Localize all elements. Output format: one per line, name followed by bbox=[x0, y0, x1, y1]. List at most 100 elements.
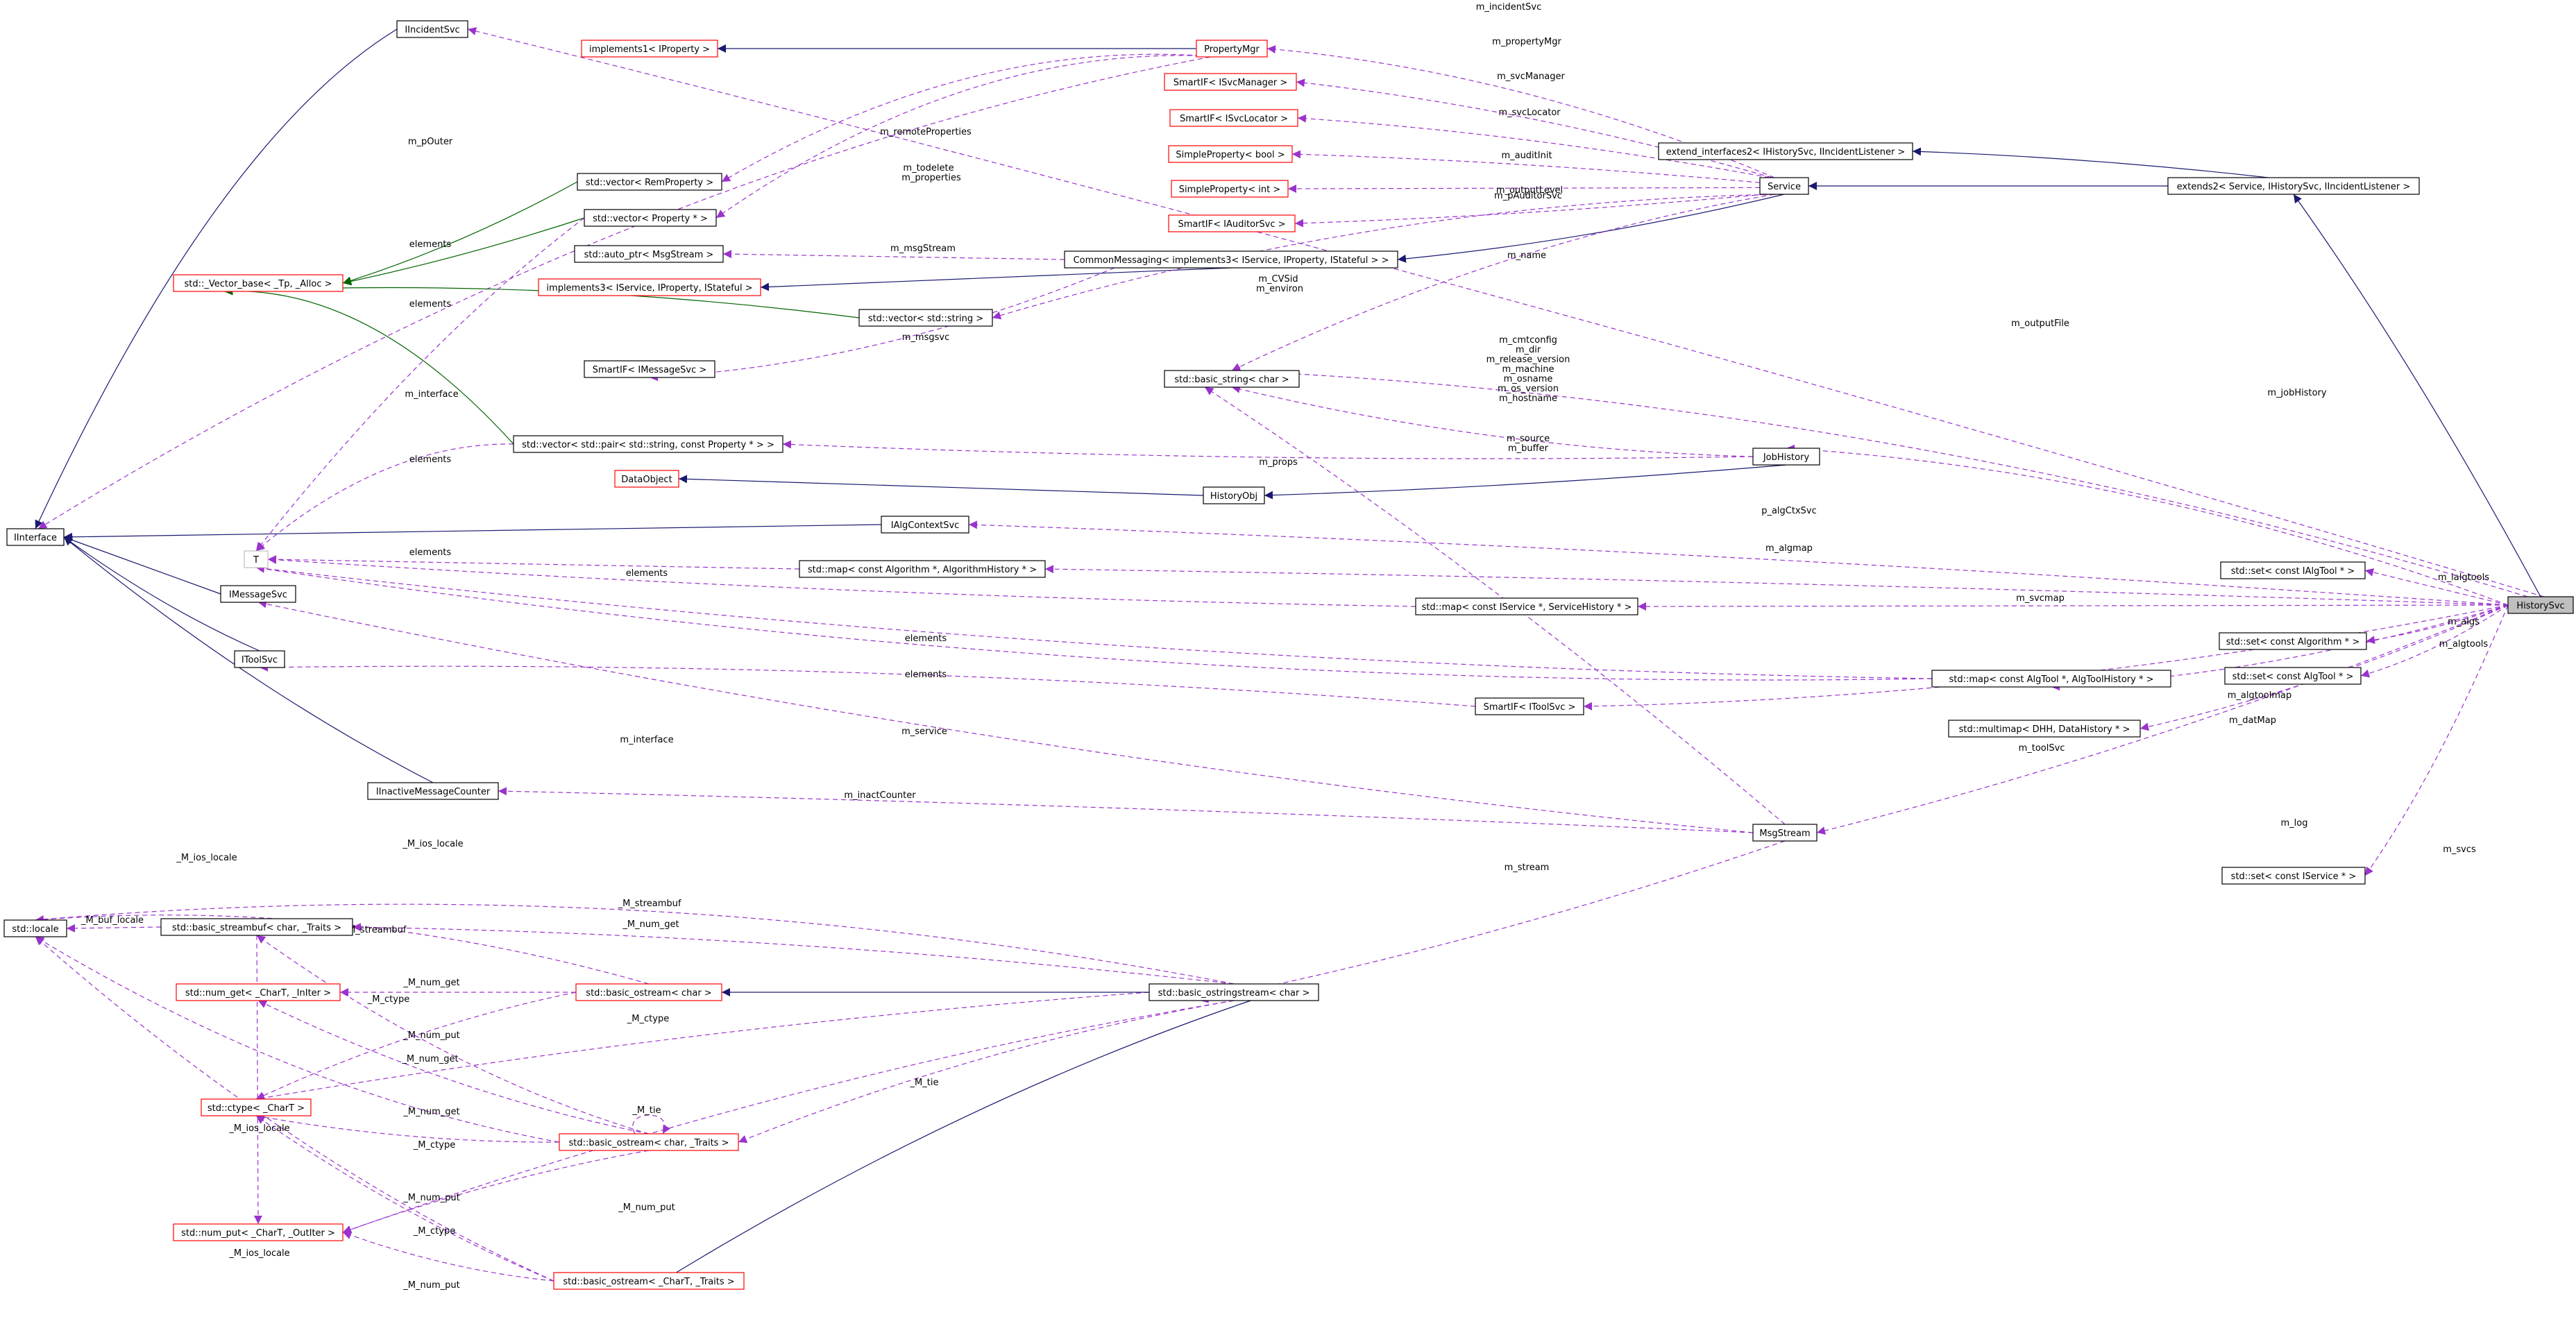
node-msgstream[interactable]: MsgStream bbox=[1752, 824, 1817, 842]
node-box bbox=[2507, 596, 2574, 614]
node-label: PropertyMgr bbox=[1204, 44, 1260, 55]
edge-label-m-num-get4: _M_num_get bbox=[402, 1107, 459, 1117]
node-set-ialgtool[interactable]: std::set< const IAlgTool * > bbox=[2220, 561, 2366, 579]
edge-use-t-to-vector_property bbox=[255, 217, 585, 552]
edge-label-datmap: m_datMap bbox=[2229, 715, 2276, 726]
node-dataobject[interactable]: DataObject bbox=[614, 470, 679, 488]
node-vector-property[interactable]: std::vector< Property * > bbox=[584, 209, 717, 227]
edge-label-algtoolmap: m_algtoolmap bbox=[2228, 690, 2292, 701]
node-smartif-iauditorsvc[interactable]: SmartIF< IAuditorSvc > bbox=[1168, 214, 1296, 232]
node-box bbox=[1164, 370, 1300, 388]
node-vector-pair[interactable]: std::vector< std::pair< std::string, con… bbox=[513, 435, 783, 453]
node-num-get[interactable]: std::num_get< _CharT, _InIter > bbox=[176, 983, 341, 1001]
node-map-iservice[interactable]: std::map< const IService *, ServiceHisto… bbox=[1415, 597, 1638, 615]
node-label: IToolSvc bbox=[242, 655, 278, 665]
node-simpleproperty-int[interactable]: SimpleProperty< int > bbox=[1171, 180, 1289, 198]
node-vector-string[interactable]: std::vector< std::string > bbox=[858, 309, 993, 327]
edge-use-auto_ptr_msgstream-to-commonmessaging bbox=[722, 250, 1065, 260]
node-iinterface[interactable]: IInterface bbox=[6, 528, 65, 546]
node-service[interactable]: Service bbox=[1759, 177, 1809, 195]
edge-label-outputfile: m_outputFile bbox=[2011, 318, 2069, 329]
node-ialgcontextsvc[interactable]: IAlgContextSvc bbox=[881, 516, 969, 534]
node-box bbox=[614, 470, 679, 488]
node-box bbox=[1168, 214, 1296, 232]
node-std-locale[interactable]: std::locale bbox=[3, 919, 67, 937]
edge-label-elements4: elements bbox=[409, 547, 452, 558]
node-box bbox=[244, 550, 269, 568]
edge-label-properties: m_properties bbox=[901, 173, 961, 183]
edge-use-msgstream-to-historysvc bbox=[1816, 604, 2509, 835]
node-itoolsvc[interactable]: IToolSvc bbox=[234, 650, 285, 668]
node-multimap-dhh[interactable]: std::multimap< DHH, DataHistory * > bbox=[1948, 720, 2141, 738]
node-label: std::ctype< _CharT > bbox=[207, 1103, 305, 1114]
edge-label-m-ctype1: _M_ctype bbox=[367, 994, 409, 1005]
node-set-algorithm[interactable]: std::set< const Algorithm * > bbox=[2219, 632, 2367, 650]
node-basic-ostream-chart-traits[interactable]: std::basic_ostream< _CharT, _Traits > bbox=[553, 1272, 745, 1290]
node-imessagesvc[interactable]: IMessageSvc bbox=[220, 585, 296, 603]
node-label: std::set< const IAlgTool * > bbox=[2231, 566, 2355, 577]
edge-use-t-to-map_algorithm bbox=[267, 555, 800, 570]
node-basic-ostream-char[interactable]: std::basic_ostream< char > bbox=[575, 983, 722, 1001]
node-box bbox=[1149, 983, 1319, 1001]
node-jobhistory[interactable]: JobHistory bbox=[1752, 448, 1820, 466]
node-box bbox=[1475, 697, 1584, 715]
edge-use-smartif_itoolsvc-to-historysvc bbox=[1583, 604, 2509, 711]
node-basic-string-char[interactable]: std::basic_string< char > bbox=[1164, 370, 1300, 388]
node-smartif-imessagesvc[interactable]: SmartIF< IMessageSvc > bbox=[584, 360, 715, 378]
node-num-put[interactable]: std::num_put< _CharT, _OutIter > bbox=[173, 1223, 344, 1241]
node-simpleproperty-bool[interactable]: SimpleProperty< bool > bbox=[1168, 145, 1293, 163]
node-smartif-isvcmanager[interactable]: SmartIF< ISvcManager > bbox=[1164, 73, 1297, 91]
edge-label-toolsvc: m_toolSvc bbox=[2019, 743, 2065, 754]
node-basic-ostream-char-traits[interactable]: std::basic_ostream< char, _Traits > bbox=[559, 1133, 739, 1151]
node-label: IMessageSvc bbox=[229, 590, 287, 600]
node-map-algtool[interactable]: std::map< const AlgTool *, AlgToolHistor… bbox=[1931, 670, 2171, 688]
edge-label-svcmanager: m_svcManager bbox=[1497, 71, 1565, 82]
node-set-iservice[interactable]: std::set< const IService * > bbox=[2221, 867, 2366, 885]
edge-use-num_put-to-basic_ostream_chart_traits bbox=[342, 1231, 554, 1282]
node-vector-base[interactable]: std::_Vector_base< _Tp, _Alloc > bbox=[173, 274, 344, 292]
node-basic-streambuf[interactable]: std::basic_streambuf< char, _Traits > bbox=[160, 918, 353, 936]
edge-label-m-streambuf1: _M_streambuf bbox=[618, 899, 681, 909]
node-basic-ostringstream-char[interactable]: std::basic_ostringstream< char > bbox=[1149, 983, 1319, 1001]
node-commonmessaging[interactable]: CommonMessaging< implements3< IService, … bbox=[1064, 250, 1398, 269]
node-auto-ptr-msgstream[interactable]: std::auto_ptr< MsgStream > bbox=[574, 245, 724, 263]
node-propertymgr[interactable]: PropertyMgr bbox=[1196, 40, 1268, 58]
node-t[interactable]: T bbox=[244, 550, 269, 568]
node-implements3[interactable]: implements3< IService, IProperty, IState… bbox=[538, 278, 761, 296]
node-label: IInactiveMessageCounter bbox=[376, 787, 491, 797]
node-map-algorithm[interactable]: std::map< const Algorithm *, AlgorithmHi… bbox=[799, 560, 1046, 578]
node-vector-remproperty[interactable]: std::vector< RemProperty > bbox=[577, 173, 722, 191]
node-extends2[interactable]: extends2< Service, IHistorySvc, IInciden… bbox=[2167, 177, 2420, 195]
node-label: SimpleProperty< int > bbox=[1179, 185, 1280, 195]
node-iinactivemessagecounter[interactable]: IInactiveMessageCounter bbox=[367, 782, 499, 800]
node-label: SmartIF< IAuditorSvc > bbox=[1178, 219, 1285, 230]
node-box bbox=[2221, 867, 2366, 885]
edge-label-cvsid: m_CVSid bbox=[1258, 274, 1298, 284]
node-set-algtool[interactable]: std::set< const AlgTool * > bbox=[2224, 667, 2362, 685]
node-label: std::vector< std::string > bbox=[868, 314, 983, 324]
edge-label-msgsvc: m_msgsvc bbox=[902, 332, 949, 343]
node-historyobj[interactable]: HistoryObj bbox=[1203, 486, 1265, 504]
node-implements1[interactable]: implements1< IProperty > bbox=[581, 40, 718, 58]
node-extend-interfaces2[interactable]: extend_interfaces2< IHistorySvc, IIncide… bbox=[1658, 142, 1913, 160]
node-historysvc[interactable]: HistorySvc bbox=[2507, 596, 2574, 614]
node-box bbox=[1658, 142, 1913, 160]
edge-label-dir: m_dir bbox=[1516, 345, 1541, 355]
edge-label-m-tie2: _M_tie bbox=[632, 1105, 661, 1116]
edge-label-algs: m_algs bbox=[2448, 617, 2480, 627]
edge-use-iinterface-to-propertymgr bbox=[37, 56, 1211, 529]
node-ctype[interactable]: std::ctype< _CharT > bbox=[201, 1098, 312, 1116]
edge-inh-extend_interfaces2-to-extends2 bbox=[1912, 147, 2269, 178]
node-iincidentsvc[interactable]: IIncidentSvc bbox=[396, 20, 468, 38]
edge-inh-historyobj-to-jobhistory bbox=[1264, 464, 1787, 500]
edge-inh-iinterface-to-itoolsvc bbox=[63, 536, 260, 652]
node-smartif-isvclocator[interactable]: SmartIF< ISvcLocator > bbox=[1169, 109, 1298, 127]
node-label: std::map< const Algorithm *, AlgorithmHi… bbox=[808, 565, 1037, 575]
node-label: std::basic_ostream< _CharT, _Traits > bbox=[563, 1277, 734, 1287]
edge-label-m-num-get3: _M_num_get bbox=[401, 1054, 458, 1064]
node-label: JobHistory bbox=[1763, 452, 1810, 463]
node-smartif-itoolsvc[interactable]: SmartIF< IToolSvc > bbox=[1475, 697, 1584, 715]
node-box bbox=[1415, 597, 1638, 615]
edge-label-palgctxsvc: p_algCtxSvc bbox=[1761, 506, 1817, 516]
